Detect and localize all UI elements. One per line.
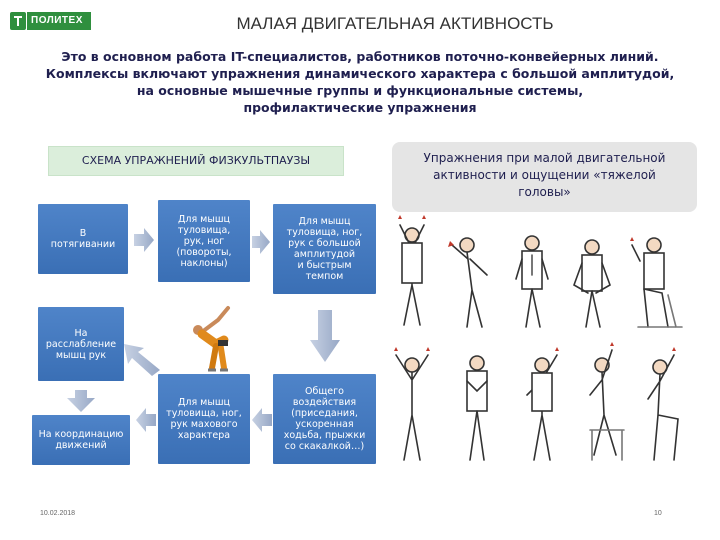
intro-line: Комплексы включают упражнения динамическ… [40, 65, 680, 82]
step-text: воздействия [284, 397, 366, 408]
step-text: На координацию [39, 429, 124, 440]
step-text: туловища, ног, [166, 408, 242, 419]
step-text: характера [166, 430, 242, 441]
step-trunk-amplitude: Для мышц туловища, ног, рук с большой ам… [273, 204, 376, 294]
logo-text: ПОЛИТЕХ [27, 12, 91, 30]
footer-date: 10.02.2018 [40, 510, 75, 517]
step-trunk-turns: Для мышц туловища, рук, ног (повороты, н… [158, 200, 250, 282]
step-text: туловища, ног, [287, 227, 363, 238]
step-coordination: На координацию движений [32, 415, 130, 465]
intro-line: Это в основном работа IT-специалистов, р… [40, 48, 680, 65]
right-header-line: головы» [392, 184, 697, 201]
step-text: рук, ног [176, 236, 231, 247]
politech-logo-icon [10, 12, 26, 30]
step-text: В [51, 228, 115, 239]
step-text: мышц рук [46, 350, 116, 361]
arrow-down-icon [67, 390, 95, 412]
intro-text: Это в основном работа IT-специалистов, р… [40, 48, 680, 116]
step-text: Для мышц [176, 214, 231, 225]
step-text: (повороты, [176, 247, 231, 258]
right-header-line: активности и ощущении «тяжелой [392, 167, 697, 184]
arrow-left-icon [136, 408, 156, 432]
step-text: Для мышц [287, 216, 363, 227]
arrow-down-icon [310, 310, 340, 362]
right-panel-header: Упражнения при малой двигательной активн… [392, 142, 697, 212]
page-title: МАЛАЯ ДВИГАТЕЛЬНАЯ АКТИВНОСТЬ [165, 14, 625, 34]
step-text: Для мышц [166, 397, 242, 408]
step-swing: Для мышц туловища, ног, рук махового хар… [158, 374, 250, 464]
step-stretch: В потягивании [38, 204, 128, 274]
intro-line: на основные мышечные группы и функционал… [40, 82, 680, 99]
arrow-left-icon [252, 408, 272, 432]
step-general: Общего воздействия (приседания, ускоренн… [273, 374, 376, 464]
step-text: Общего [284, 386, 366, 397]
step-text: наклоны) [176, 258, 231, 269]
page-number: 10 [654, 510, 662, 517]
scheme-header: СХЕМА УПРАЖНЕНИЙ ФИЗКУЛЬТПАУЗЫ [48, 146, 344, 176]
step-text: расслабление [46, 339, 116, 350]
arrow-right-icon [134, 228, 154, 252]
step-text: рук махового [166, 419, 242, 430]
step-text: ходьба, прыжки [284, 430, 366, 441]
step-text: туловища, [176, 225, 231, 236]
step-text: потягивании [51, 239, 115, 250]
step-text: движений [39, 440, 124, 451]
stretching-person-image [188, 300, 236, 372]
exercise-figure [396, 225, 682, 460]
intro-line: профилактические упражнения [40, 99, 680, 116]
step-text: и быстрым [287, 260, 363, 271]
step-text: со скакалкой…) [284, 441, 366, 452]
step-text: ускоренная [284, 419, 366, 430]
step-text: (приседания, [284, 408, 366, 419]
arrow-diagonal-icon [124, 344, 160, 376]
politech-logo: ПОЛИТЕХ [10, 10, 91, 32]
step-text: На [46, 328, 116, 339]
arrow-right-icon [252, 230, 270, 254]
office-exercises-illustration [392, 215, 692, 475]
step-text: амплитудой [287, 249, 363, 260]
right-header-line: Упражнения при малой двигательной [392, 150, 697, 167]
step-text: рук с большой [287, 238, 363, 249]
step-relax-arms: На расслабление мышц рук [38, 307, 124, 381]
step-text: темпом [287, 271, 363, 282]
